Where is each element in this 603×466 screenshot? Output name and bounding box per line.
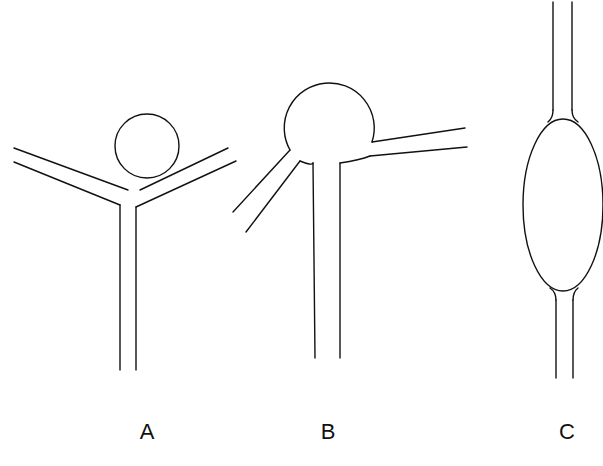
arm-line [140, 148, 228, 190]
bulb-outline [115, 114, 179, 178]
arm-line [14, 162, 120, 205]
arm-line [370, 147, 467, 156]
stem-line [313, 163, 315, 358]
stem-line [339, 163, 340, 358]
bulb-outline [340, 156, 370, 163]
neck-line [573, 288, 578, 300]
tube-line [571, 2, 572, 110]
neck-line [548, 110, 553, 122]
panel-letter: B [321, 421, 336, 443]
neck-line [550, 288, 556, 300]
tube-line [555, 300, 556, 378]
panel-letter: C [559, 421, 575, 443]
neck-line [572, 110, 578, 122]
arm-line [246, 161, 300, 232]
stem-line [135, 207, 136, 370]
bulb-outline [284, 83, 374, 150]
stem-line [119, 205, 120, 370]
arm-line [136, 161, 236, 207]
tube-line [572, 300, 573, 378]
tube-line [552, 2, 553, 110]
bulb-outline [300, 161, 313, 164]
panel-letter: A [140, 421, 155, 443]
bulb-outline [523, 119, 603, 291]
arm-line [233, 150, 290, 212]
arm-line [372, 128, 465, 142]
